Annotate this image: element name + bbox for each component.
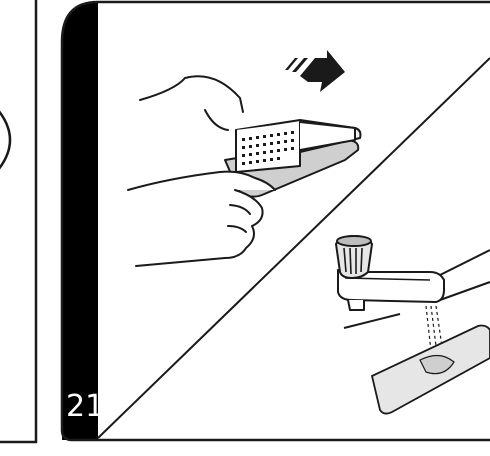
step-number: 21 — [66, 392, 104, 422]
previous-panel — [0, 0, 36, 442]
panel-side-bar — [62, 2, 98, 440]
